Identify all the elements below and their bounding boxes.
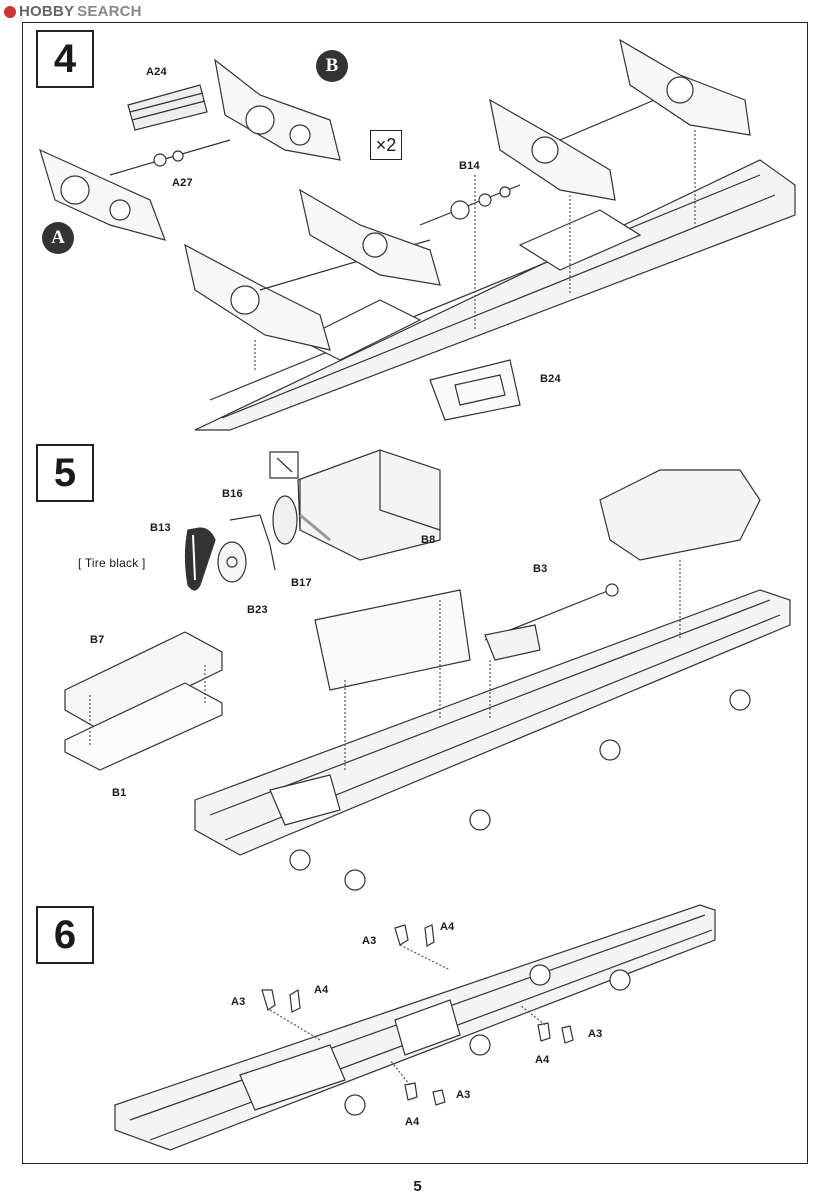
step4-chassis-frame: [195, 160, 795, 430]
step5-chassis: [195, 590, 790, 890]
label-a27: A27: [172, 177, 193, 189]
step5-b13-track: [186, 528, 216, 590]
label-a3: A3: [362, 935, 377, 947]
step4-rear-axles: [490, 40, 750, 200]
watermark-word: SEARCH: [77, 3, 142, 20]
label-b13: B13: [150, 522, 171, 534]
label-b7: B7: [90, 634, 105, 646]
label-a4: A4: [440, 921, 455, 933]
label-a3: A3: [231, 996, 246, 1008]
step4-a24-cover: [128, 85, 207, 130]
label-a4: A4: [535, 1054, 550, 1066]
label-b14: B14: [459, 160, 480, 172]
page-frame: [22, 22, 808, 1164]
step6-chassis: [115, 905, 715, 1150]
step-5-number: 5: [36, 444, 94, 502]
step4-axle-a: [40, 140, 230, 240]
step-6-number: 6: [36, 906, 94, 964]
step6-brackets: [262, 925, 573, 1105]
label-a24: A24: [146, 66, 167, 78]
page-number: 5: [413, 1178, 422, 1195]
step5-rear-tank: [600, 470, 760, 560]
watermark: HOBBY SEARCH: [4, 3, 142, 20]
tire-black-note: [ Tire black ]: [78, 556, 146, 570]
subassembly-a-badge: A: [42, 222, 74, 254]
step4-front-axles: [185, 185, 520, 350]
step5-guide-lines: [90, 560, 680, 770]
step6-guide-lines: [270, 945, 545, 1085]
b24-part: [430, 360, 520, 420]
step5-b7-b1-plates: [65, 632, 222, 770]
label-b1: B1: [112, 787, 127, 799]
label-a3: A3: [588, 1028, 603, 1040]
logo-icon: [4, 5, 16, 18]
step4-axle-b: [215, 60, 340, 160]
label-a3: A3: [456, 1089, 471, 1101]
watermark-brand: HOBBY: [19, 3, 75, 20]
step5-b3-shaft: [485, 584, 618, 660]
subassembly-b-badge: B: [316, 50, 348, 82]
step-4-number: 4: [36, 30, 94, 88]
step5-paint-brush: [270, 452, 298, 478]
step5-b16-b17-hardware: [218, 496, 297, 582]
label-b8: B8: [421, 534, 436, 546]
label-a4: A4: [405, 1116, 420, 1128]
quantity-x2: ×2: [370, 130, 402, 160]
label-b23: B23: [247, 604, 268, 616]
step4-guide-lines: [255, 130, 695, 370]
label-b17: B17: [291, 577, 312, 589]
label-b24: B24: [540, 373, 561, 385]
label-b16: B16: [222, 488, 243, 500]
step5-b8-fuel-tank: [298, 450, 440, 560]
label-a4: A4: [314, 984, 329, 996]
label-b3: B3: [533, 563, 548, 575]
